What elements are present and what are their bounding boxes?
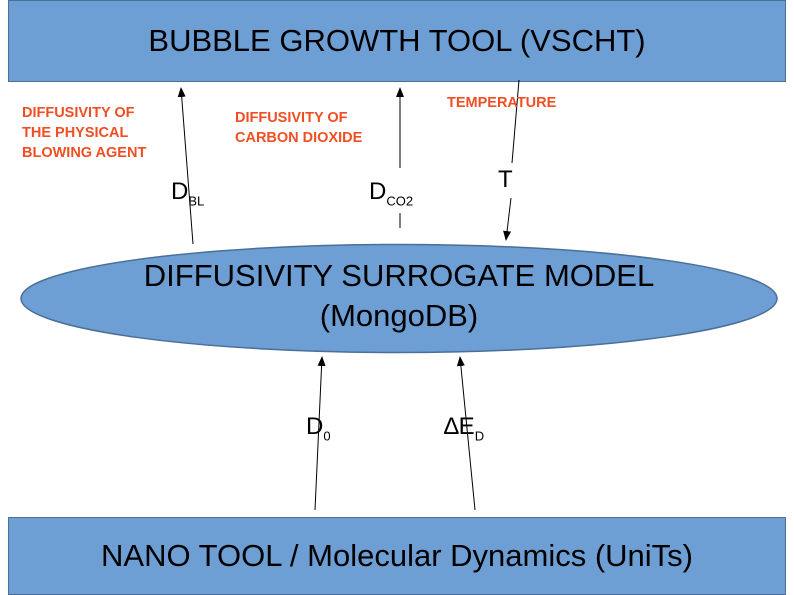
surrogate-model-title: DIFFUSIVITY SURROGATE MODEL [143,258,655,293]
variable-d0: D0 [306,413,331,444]
variable-symbol: ∆E [444,413,475,440]
arrow-dbl-to-bubble-tool [177,87,194,245]
diffusivity-surrogate-model-node: DIFFUSIVITY SURROGATE MODEL (MongoDB) [19,242,779,355]
bubble-growth-tool-title: BUBBLE GROWTH TOOL (VSCHT) [148,23,646,58]
variable-symbol: T [498,166,513,193]
annotation-line: DIFFUSIVITY OF [22,105,135,121]
arrow-d0-to-surrogate [314,356,326,511]
variable-delta-ed: ∆ED [444,413,484,444]
variable-subscript: BL [188,193,205,209]
surrogate-model-label: DIFFUSIVITY SURROGATE MODEL (MongoDB) [19,256,779,336]
annotation-temperature: TEMPERATURE [447,95,557,111]
line-temperature-from-bubble-tool [511,79,520,164]
annotation-physical-blowing-agent: DIFFUSIVITY OF THE PHYSICAL BLOWING AGEN… [22,103,146,163]
nano-tool-title: NANO TOOL / Molecular Dynamics (UniTs) [101,538,693,573]
variable-subscript: D [474,428,485,444]
variable-d-bl: DBL [171,178,204,209]
annotation-line: DIFFUSIVITY OF [235,110,348,126]
annotation-line: CARBON DIOXIDE [235,130,363,146]
arrow-temperature-to-surrogate [503,197,512,241]
variable-subscript: CO2 [386,193,414,209]
variable-symbol: D [306,413,324,440]
surrogate-model-ellipse [20,243,778,354]
variable-symbol: D [369,178,387,205]
annotation-carbon-dioxide: DIFFUSIVITY OF CARBON DIOXIDE [235,108,362,148]
surrogate-model-subtitle: (MongoDB) [319,298,479,333]
variable-t: T [498,166,513,194]
annotation-line: THE PHYSICAL [22,125,129,141]
variable-subscript: 0 [323,428,331,444]
variable-symbol: D [171,178,189,205]
variable-d-co2: DCO2 [369,178,413,209]
arrow-delta-ed-to-surrogate [456,356,476,511]
nano-tool-box: NANO TOOL / Molecular Dynamics (UniTs) [8,517,786,595]
annotation-line: BLOWING AGENT [22,145,147,161]
bubble-growth-tool-box: BUBBLE GROWTH TOOL (VSCHT) [8,0,786,82]
